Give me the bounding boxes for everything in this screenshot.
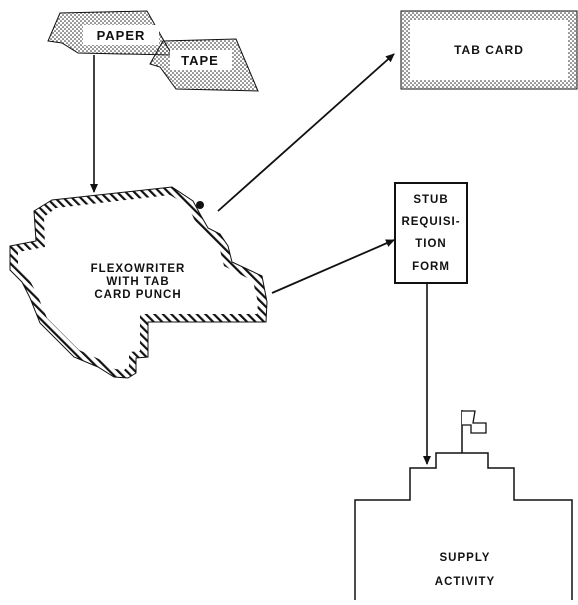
- supply-label-line1: SUPPLY: [440, 552, 491, 564]
- flexowriter-label-line3: CARD PUNCH: [94, 289, 181, 301]
- paper-tape-label-tape: TAPE: [181, 53, 219, 68]
- flexowriter-knob: [196, 201, 204, 209]
- flag-icon: [462, 411, 486, 433]
- tab-card-label: TAB CARD: [454, 43, 524, 57]
- arrow-flexowriter-to-stub-form: [272, 240, 394, 293]
- stub-form-label-line4: FORM: [412, 261, 450, 273]
- flexowriter-node: FLEXOWRITER WITH TAB CARD PUNCH: [10, 187, 267, 378]
- paper-tape-node: PAPER TAPE: [48, 11, 258, 91]
- flexowriter-label-line1: FLEXOWRITER: [91, 263, 186, 275]
- tab-card-node: TAB CARD: [401, 11, 577, 89]
- supply-activity-node: SUPPLY ACTIVITY: [355, 410, 572, 600]
- stub-form-label-line3: TION: [415, 238, 446, 250]
- paper-tape-label-paper: PAPER: [97, 28, 146, 43]
- flexowriter-label-line2: WITH TAB: [106, 276, 169, 288]
- supply-label-line2: ACTIVITY: [435, 576, 495, 588]
- stub-form-node: STUB REQUISI- TION FORM: [395, 183, 467, 283]
- stub-form-label-line1: STUB: [413, 194, 448, 206]
- stub-form-label-line2: REQUISI-: [401, 216, 460, 228]
